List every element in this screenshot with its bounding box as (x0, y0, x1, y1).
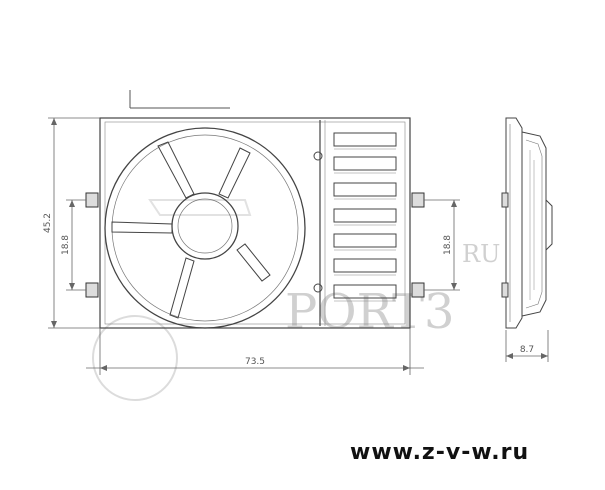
website-url[interactable]: www.z-v-w.ru (350, 440, 530, 465)
watermark-suffix: RU (462, 240, 500, 268)
watermark: PORT3 RU (92, 199, 500, 401)
dim-depth: 8.7 (520, 345, 534, 355)
dim-height-total: 45.2 (43, 213, 53, 233)
dimension-lines (48, 117, 549, 375)
dim-mount-spacing-right: 18.8 (443, 235, 453, 255)
fan-ring (104, 127, 306, 329)
watermark-text: PORT3 (285, 284, 455, 340)
side-view (501, 117, 553, 329)
dim-width-total: 73.5 (245, 357, 265, 367)
dimension-arrows (51, 118, 548, 371)
louvre-panel (313, 132, 397, 302)
reference-line (129, 90, 230, 109)
fan-hub (171, 192, 239, 260)
fan-spokes (111, 141, 271, 319)
dim-mount-spacing-left: 18.8 (61, 235, 71, 255)
